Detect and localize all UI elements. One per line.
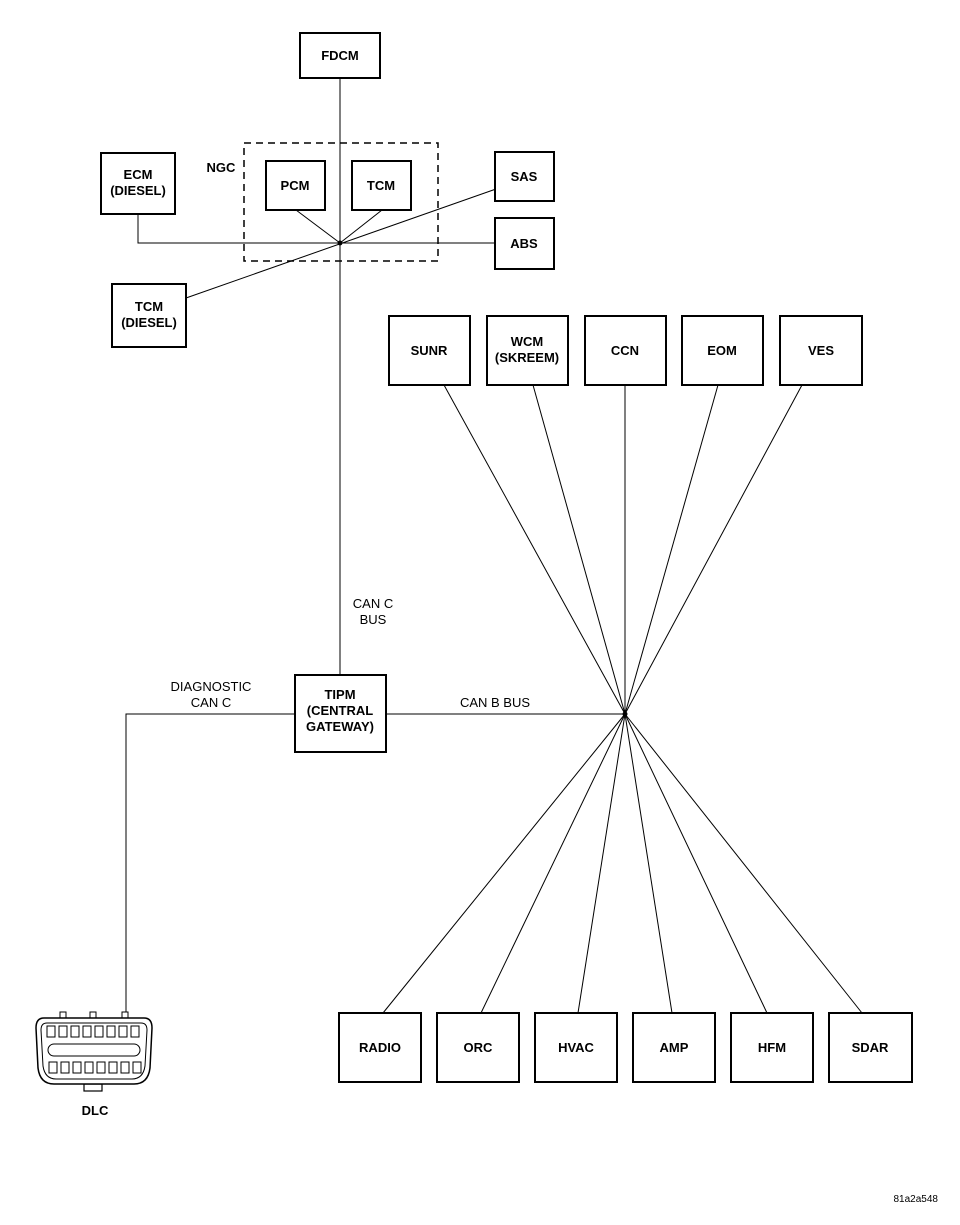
tipm-label-2: (CENTRAL: [307, 703, 373, 718]
diagnostic-can-c-label-1: DIAGNOSTIC: [171, 679, 252, 694]
can-c-bus-label-2: BUS: [360, 612, 387, 627]
amp-wire: [624, 713, 673, 1014]
hfm-wire: [624, 713, 768, 1014]
dlc-connector-icon: [35, 1011, 153, 1092]
pcm-module: PCM: [265, 160, 326, 211]
amp-module: AMP: [632, 1012, 716, 1083]
abs-label: ABS: [510, 236, 538, 251]
ves-module: VES: [779, 315, 863, 386]
orc-wire: [480, 713, 626, 1014]
tcm-diesel-label-2: (DIESEL): [121, 315, 177, 330]
hvac-label: HVAC: [558, 1040, 594, 1055]
sdar-wire: [624, 713, 863, 1014]
sunr-wire: [443, 384, 626, 715]
wires: [125, 78, 863, 1017]
radio-wire: [382, 713, 626, 1014]
sunr-label: SUNR: [411, 343, 448, 358]
abs-module: ABS: [494, 217, 555, 270]
radio-label: RADIO: [359, 1040, 401, 1055]
ecm-label: ECM: [124, 167, 153, 182]
sdar-label: SDAR: [852, 1040, 889, 1055]
can-c-bus-label-1: CAN C: [353, 596, 393, 611]
hfm-module: HFM: [730, 1012, 814, 1083]
fdcm-label: FDCM: [321, 48, 359, 63]
ccn-module: CCN: [584, 315, 667, 386]
orc-module: ORC: [436, 1012, 520, 1083]
tcm-module: TCM: [351, 160, 412, 211]
tipm-label-1: TIPM: [324, 687, 355, 702]
hvac-wire: [577, 713, 626, 1014]
ves-wire: [624, 384, 803, 715]
tcm-diesel-module: TCM (DIESEL): [111, 283, 187, 348]
ecm-abs-wire: [137, 214, 496, 244]
radio-module: RADIO: [338, 1012, 422, 1083]
wcm-wire: [532, 384, 626, 715]
tipm-module: TIPM (CENTRAL GATEWAY): [294, 674, 387, 753]
ngc-label: NGC: [207, 160, 237, 175]
amp-label: AMP: [660, 1040, 689, 1055]
wcm-skreem-module: WCM (SKREEM): [486, 315, 569, 386]
sunr-module: SUNR: [388, 315, 471, 386]
hfm-label: HFM: [758, 1040, 786, 1055]
tcm-label: TCM: [367, 178, 395, 193]
ecm-diesel-module: ECM (DIESEL): [100, 152, 176, 215]
pcm-wire: [295, 209, 341, 244]
pcm-label: PCM: [281, 178, 310, 193]
fdcm-module: FDCM: [299, 32, 381, 79]
can-b-bus-label: CAN B BUS: [460, 695, 530, 710]
eom-wire: [624, 384, 719, 715]
tcm-wire: [339, 209, 383, 244]
figure-reference: 81a2a548: [894, 1194, 939, 1205]
hvac-module: HVAC: [534, 1012, 618, 1083]
can-c-splice: [337, 240, 343, 246]
diagnostic-can-c-label-2: CAN C: [191, 695, 231, 710]
tcm-diesel-label-1: TCM: [135, 299, 163, 314]
wcm-label: WCM: [511, 334, 544, 349]
sdar-module: SDAR: [828, 1012, 913, 1083]
ccn-label: CCN: [611, 343, 639, 358]
ngc-group-border: [243, 142, 439, 262]
dlc-label: DLC: [82, 1103, 109, 1118]
ves-label: VES: [808, 343, 834, 358]
sas-module: SAS: [494, 151, 555, 202]
sas-label: SAS: [511, 169, 538, 184]
eom-module: EOM: [681, 315, 764, 386]
wcm-skreem-label: (SKREEM): [495, 350, 559, 365]
orc-label: ORC: [464, 1040, 494, 1055]
diagnostic-can-c-wire: [125, 713, 295, 1017]
tipm-label-3: GATEWAY): [306, 719, 374, 734]
eom-label: EOM: [707, 343, 737, 358]
ecm-diesel-label: (DIESEL): [110, 183, 166, 198]
